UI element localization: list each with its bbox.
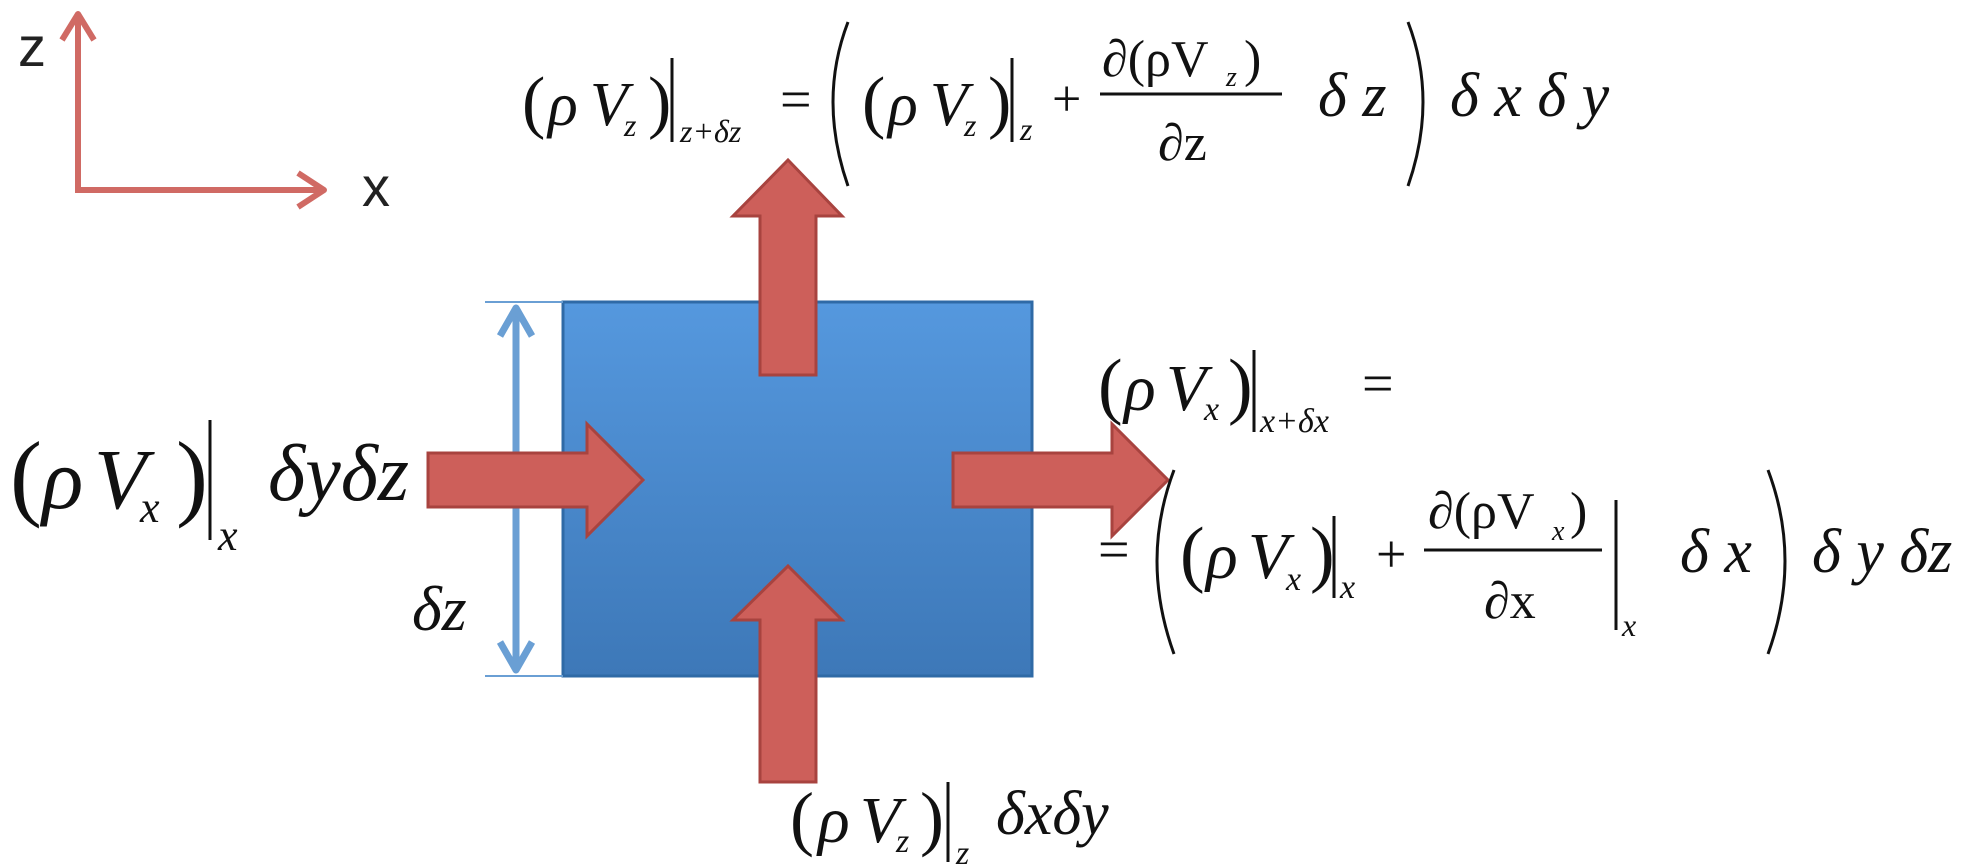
eq-bottom-rho: ρ [816,784,850,857]
eq-left-rho: ρ [39,431,83,527]
dimension-label-dz: δz [412,573,467,644]
eq-top-inner-eval-sub: z [1019,111,1033,147]
eq-bottom-V-sub: z [895,823,909,860]
dimension-arrowhead-up [496,304,536,338]
eq-top-dz: δ z [1318,62,1386,130]
x-axis-arrowhead [296,170,327,210]
eq-top-eval-sub: z+δz [679,113,742,149]
eq-top-rho: ρ [546,71,578,139]
eq-right-inner-V-sub: x [1285,561,1301,598]
equation-bottom-inflow: ( ρ V z ) z δxδy [790,778,1109,868]
x-axis-label: x [362,155,390,218]
eq-top-deriv-den: ∂z [1158,115,1207,172]
eq-top-plus: + [1052,71,1081,128]
equation-left-inflow: ( ρ V x ) x δyδz [10,420,409,560]
eq-right-big-lparen [1155,469,1176,655]
eq-right-inner-lparen: ( [1180,513,1205,595]
eq-top-deriv-num-sub: z [1225,62,1237,93]
eq-left-rparen: ) [176,422,208,529]
eq-right-deriv-num-close: ) [1570,483,1587,540]
eq-top-deriv-num-close: ) [1244,31,1261,88]
eq-right-inner-eval-sub: x [1339,569,1355,606]
eq-right-equals-bottom: = [1098,519,1130,581]
eq-right-area: δ y δz [1812,518,1952,586]
eq-top-inner-lparen: ( [862,64,885,141]
z-axis-label: z [18,15,46,78]
eq-top-deriv-num: ∂(ρV [1102,31,1209,88]
eq-top-equals: = [780,69,812,131]
eq-top-inner-V-sub: z [963,107,977,143]
z-axis-arrowhead [59,11,97,42]
eq-right-V: V [1166,352,1213,425]
eq-right-dx: δ x [1680,518,1752,586]
eq-bottom-rparen: ) [920,778,944,858]
eq-top-big-rparen [1406,21,1425,187]
eq-right-equals-top: = [1362,353,1394,415]
eq-bottom-eval-sub: z [955,835,969,868]
eq-top-inner-V: V [930,71,974,139]
eq-bottom-area: δxδy [996,780,1109,848]
eq-left-V: V [94,431,155,527]
eq-top-V: V [590,71,634,139]
eq-top-V-sub: z [623,107,637,143]
flux-arrows [426,157,1171,784]
eq-right-inner-rparen: ) [1310,513,1335,595]
eq-bottom-lparen: ( [790,778,814,858]
eq-left-lparen: ( [10,422,42,529]
coordinate-axes: z x [18,11,390,218]
eq-left-eval-sub: x [217,511,238,560]
eq-top-area: δ x δ y [1450,62,1610,130]
eq-right-plus: + [1376,524,1406,584]
eq-right-inner-rho: ρ [1204,520,1238,593]
equation-top-outflow: ( ρ V z ) z+δz = ( ρ V z ) z + ∂(ρV z ) … [522,21,1610,187]
dimension-arrowhead-down [496,640,536,674]
eq-top-lparen: ( [522,64,545,141]
eq-top-rparen: ) [648,64,671,141]
eq-right-rho: ρ [1122,352,1156,425]
eq-top-big-lparen [831,21,850,187]
arrow-left-inflow [426,420,646,540]
eq-right-deriv-num: ∂(ρV [1428,483,1535,540]
arrow-right-outflow [951,420,1171,540]
eq-right-inner-V: V [1248,520,1295,593]
eq-top-inner-rparen: ) [988,64,1011,141]
arrow-top-outflow [729,157,846,377]
eq-right-deriv-eval-sub: x [1621,607,1636,643]
equation-right-outflow: ( ρ V x ) x+δx = = ( ρ V x ) x + ∂(ρV x … [1098,345,1952,655]
eq-right-deriv-den: ∂x [1484,573,1536,630]
arrow-bottom-inflow [729,563,846,784]
eq-right-deriv-num-sub: x [1551,516,1565,547]
eq-right-lparen: ( [1098,345,1123,427]
eq-right-rparen: ) [1228,345,1253,427]
eq-left-area: δyδz [268,430,409,518]
eq-right-V-sub: x [1203,391,1219,428]
eq-top-inner-rho: ρ [886,71,918,139]
eq-bottom-V: V [860,784,907,857]
eq-left-V-sub: x [139,483,160,532]
eq-right-eval-sub: x+δx [1259,403,1329,440]
eq-right-big-rparen [1766,469,1787,655]
